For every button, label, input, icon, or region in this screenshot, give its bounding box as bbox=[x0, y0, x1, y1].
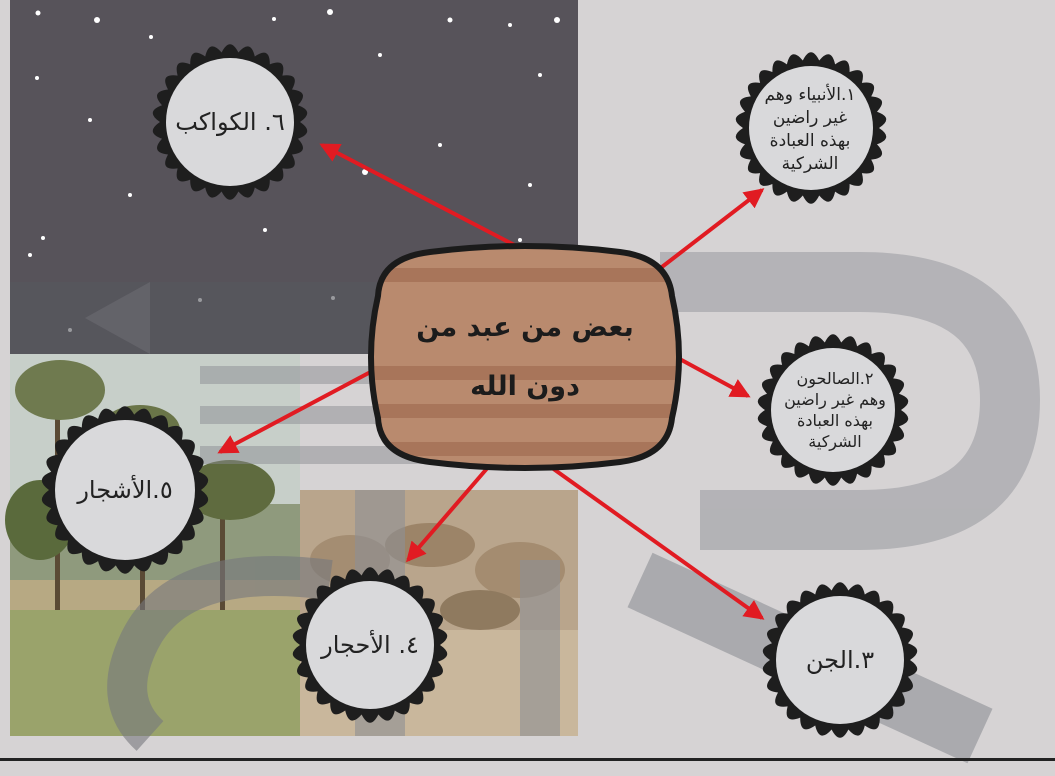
node-4-circle-fill bbox=[306, 581, 434, 709]
node-5-circle bbox=[41, 406, 209, 574]
arrow-to-n6 bbox=[319, 143, 521, 250]
center-title-line1: بعض من عبد من bbox=[416, 312, 634, 343]
node-3-circle-fill bbox=[776, 596, 904, 724]
arrow-to-n3 bbox=[546, 463, 765, 620]
center-node bbox=[368, 243, 682, 471]
node-2-circle bbox=[757, 334, 909, 486]
node-6-circle-fill bbox=[166, 58, 294, 186]
arrow-to-n5 bbox=[217, 366, 379, 454]
arrow-to-n2 bbox=[675, 355, 751, 398]
node-1-label: ١.الأنبياء وهم غير راضين بهذه العبادة ال… bbox=[764, 85, 856, 174]
node-4-circle bbox=[292, 567, 448, 723]
node-1-circle bbox=[735, 52, 887, 204]
node-1-circle-fill bbox=[749, 66, 873, 190]
star-field-icon bbox=[28, 9, 560, 332]
bottom-rule bbox=[0, 758, 1055, 761]
node-3-circle bbox=[762, 582, 918, 738]
node-4-label: ٤. الأحجار bbox=[321, 631, 419, 659]
center-title-line2: دون الله bbox=[470, 371, 580, 402]
node-5-label: ٥.الأشجار bbox=[77, 476, 173, 504]
node-2-label: ٢.الصالحون وهم غير راضين بهذه العبادة ال… bbox=[784, 369, 886, 451]
node-6-circle bbox=[152, 44, 308, 200]
node-5-circle-fill bbox=[55, 420, 195, 560]
center-title: بعض من عبد من دون الله bbox=[380, 262, 670, 452]
arrow-to-n4 bbox=[406, 463, 492, 563]
node-6-label: ٦. الكواكب bbox=[175, 108, 285, 136]
node-3-label: ٣.الجن bbox=[805, 646, 875, 674]
node-2-circle-fill bbox=[771, 348, 895, 472]
arrow-to-n1 bbox=[656, 188, 765, 272]
